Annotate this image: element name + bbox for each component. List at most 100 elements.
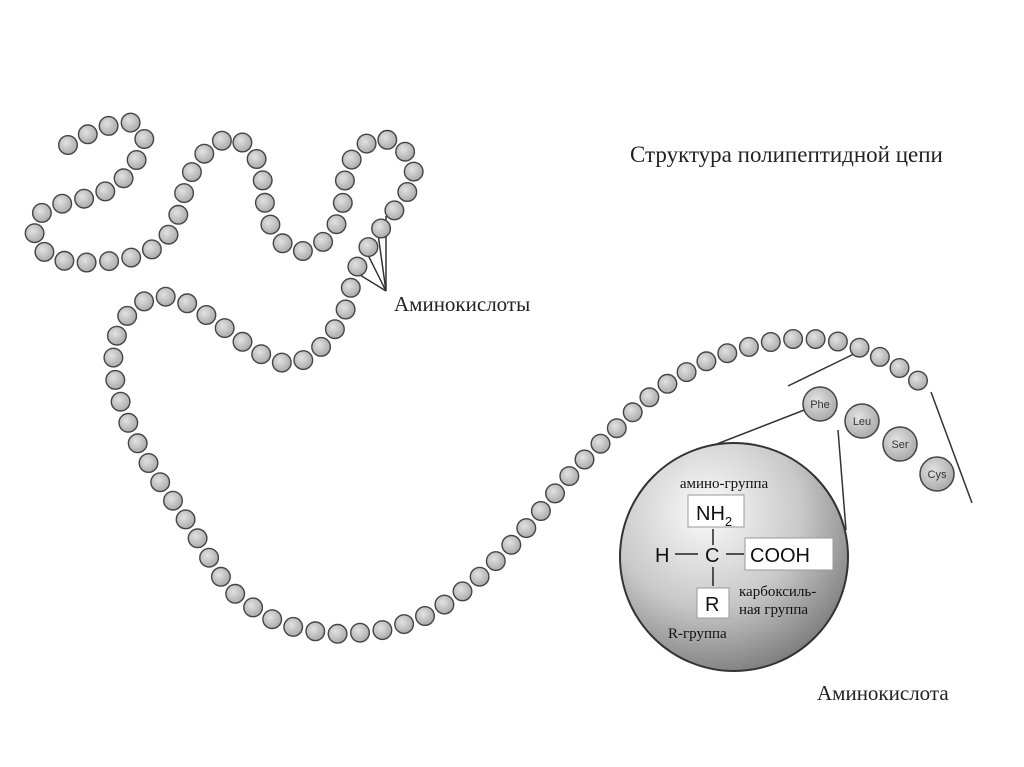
amino-acid-zoom: амино-группа NH2 H C COOH R карбоксиль- … bbox=[619, 442, 849, 672]
amino-acid-bead bbox=[358, 237, 379, 258]
amino-acid-bead bbox=[103, 347, 124, 368]
amino-acid-bead bbox=[783, 329, 804, 350]
residue-cys: Cys bbox=[919, 456, 955, 492]
amino-acid-bead bbox=[99, 251, 120, 272]
amino-acid-bead bbox=[849, 337, 870, 358]
amino-acid-bead bbox=[738, 336, 759, 357]
amino-acid-bead bbox=[262, 609, 283, 630]
amino-acid-bead bbox=[31, 202, 52, 223]
amino-acid-bead bbox=[760, 332, 781, 353]
c-atom: C bbox=[705, 545, 719, 567]
residue-label: Ser bbox=[891, 439, 908, 451]
amino-acid-bead bbox=[371, 218, 392, 239]
residue-label: Cys bbox=[928, 469, 947, 481]
residue-leu: Leu bbox=[844, 403, 880, 439]
pointer-line-2 bbox=[366, 252, 387, 292]
bracket-top bbox=[787, 351, 859, 387]
amino-acid-bead bbox=[134, 291, 155, 312]
amino-acid-bead bbox=[397, 181, 418, 202]
amino-acid-bead bbox=[232, 132, 253, 153]
amino-acid-bead bbox=[194, 143, 215, 164]
nh2-subscript: 2 bbox=[725, 514, 732, 529]
amino-acid-bead bbox=[117, 305, 138, 326]
amino-acid-bead bbox=[105, 369, 126, 390]
amino-acid-bead bbox=[805, 329, 826, 350]
amino-acid-bead bbox=[341, 149, 362, 170]
amino-acid-bead bbox=[98, 115, 119, 136]
amino-acid-bead bbox=[118, 412, 139, 433]
callout-lines bbox=[354, 216, 973, 531]
amino-acid-bead bbox=[434, 594, 455, 615]
nh2-symbol: NH bbox=[696, 503, 725, 525]
amino-acid-chain bbox=[24, 112, 929, 644]
amino-acid-bead bbox=[657, 373, 678, 394]
amino-acid-bead bbox=[155, 286, 176, 307]
amino-acid-bead bbox=[350, 622, 371, 643]
amino-acid-bead bbox=[332, 192, 353, 213]
amino-acid-bead bbox=[384, 200, 405, 221]
amino-acid-bead bbox=[162, 490, 183, 511]
amino-acid-bead bbox=[293, 350, 314, 371]
amino-acid-bead bbox=[696, 351, 717, 372]
r-atom: R bbox=[705, 594, 719, 616]
zoom-line-left bbox=[703, 406, 813, 450]
r-group-label: R-группа bbox=[668, 626, 727, 642]
amino-acid-bead bbox=[211, 130, 232, 151]
amino-acid-bead bbox=[196, 305, 217, 326]
bracket-right bbox=[930, 391, 973, 504]
amino-acid-bead bbox=[403, 161, 424, 182]
amino-acid-bead bbox=[260, 214, 281, 235]
amino-acid-bead bbox=[377, 129, 398, 150]
amino-acid-bead bbox=[232, 331, 253, 352]
amino-acid-bead bbox=[246, 148, 267, 169]
amino-acid-bead bbox=[120, 112, 141, 133]
amino-acid-bead bbox=[113, 168, 134, 189]
amino-acid-bead bbox=[174, 183, 195, 204]
carboxyl-label-line1: карбоксиль- bbox=[739, 584, 816, 600]
amino-acid-bead bbox=[530, 501, 551, 522]
amino-acid-bead bbox=[110, 391, 131, 412]
amino-acid-bead bbox=[141, 239, 162, 260]
amino-acid-bead bbox=[187, 528, 208, 549]
amino-acid-bead bbox=[150, 472, 171, 493]
zoom-line-right bbox=[837, 429, 847, 531]
amino-acid-bead bbox=[254, 192, 275, 213]
amino-acid-bead bbox=[292, 240, 313, 261]
h-atom: H bbox=[655, 545, 669, 567]
amino-acid-bead bbox=[372, 620, 393, 641]
amino-acid-bead bbox=[869, 346, 890, 367]
amino-acid-bead bbox=[175, 509, 196, 530]
amino-acid-bead bbox=[452, 581, 473, 602]
amino-acid-bead bbox=[326, 214, 347, 235]
amino-acid-bead bbox=[24, 223, 45, 244]
cooh-group: COOH bbox=[750, 545, 810, 567]
amino-acid-bead bbox=[121, 247, 142, 268]
amino-acid-bead bbox=[34, 241, 55, 262]
amino-acid-bead bbox=[199, 547, 220, 568]
amino-acid-bead bbox=[243, 597, 264, 618]
labeled-residues: Phe Leu Ser Cys bbox=[802, 386, 955, 492]
amino-acid-bead bbox=[54, 250, 75, 271]
cooh-box bbox=[744, 537, 834, 571]
amino-acid-bead bbox=[305, 621, 326, 642]
amino-acid-bead bbox=[340, 277, 361, 298]
amino-acid-bead bbox=[252, 170, 273, 191]
amino-acid-label: Аминокислота bbox=[817, 681, 949, 705]
residue-ser: Ser bbox=[882, 426, 918, 462]
amino-acid-bead bbox=[639, 387, 660, 408]
amino-acid-bead bbox=[827, 331, 848, 352]
amino-acid-bead bbox=[127, 433, 148, 454]
amino-acid-bead bbox=[606, 418, 627, 439]
amino-acid-bead bbox=[908, 370, 929, 391]
amino-acid-bead bbox=[225, 583, 246, 604]
amino-acid-bead bbox=[95, 181, 116, 202]
residue-phe: Phe bbox=[802, 386, 838, 422]
amino-acid-bead bbox=[394, 614, 415, 635]
amino-acid-bead bbox=[283, 616, 304, 637]
amino-acid-bead bbox=[335, 299, 356, 320]
amino-acid-bead bbox=[251, 344, 272, 365]
amino-acid-bead bbox=[106, 325, 127, 346]
residue-label: Phe bbox=[810, 399, 830, 411]
amino-acid-bead bbox=[574, 449, 595, 470]
amino-acid-bead bbox=[516, 518, 537, 539]
